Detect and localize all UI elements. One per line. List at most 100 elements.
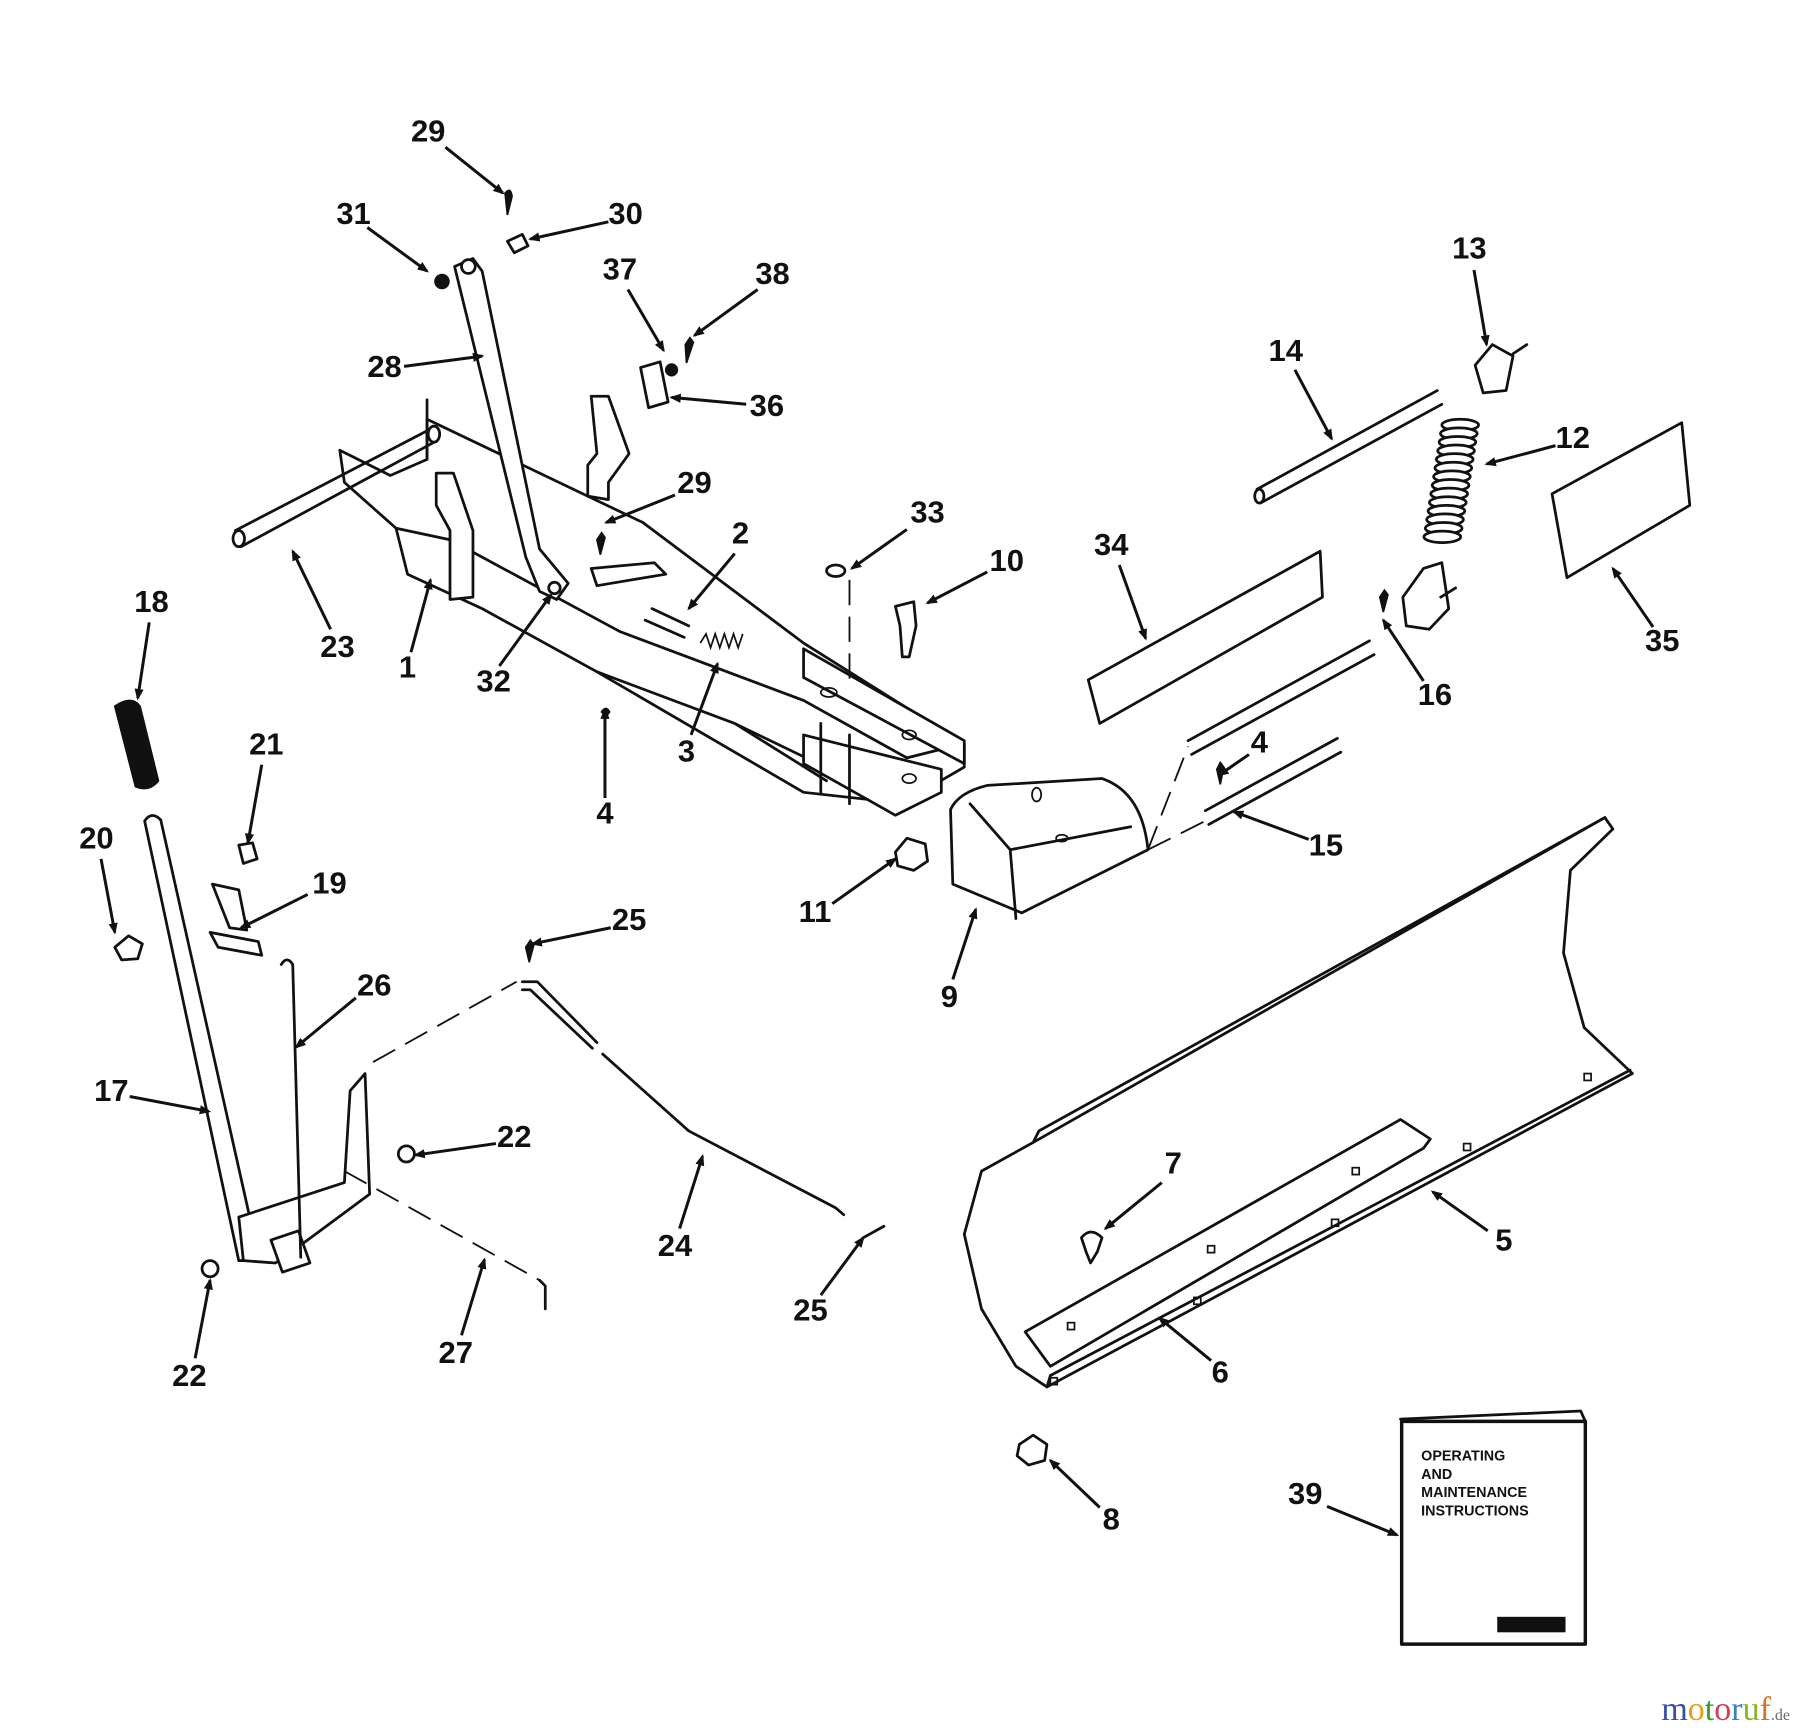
callout-label-19: 19 [312,865,346,900]
callout-arrow [849,528,908,570]
callout-arrow [626,288,665,353]
callout-label-6: 6 [1212,1355,1229,1390]
callout-label-11: 11 [799,894,832,929]
callout-label-17: 17 [94,1073,128,1108]
callout-label-20: 20 [79,821,113,856]
callout-label-4: 4 [596,795,614,830]
lift-rod-part-24 [520,938,886,1240]
callout-arrow [1217,753,1250,777]
callout-arrow [1293,369,1333,441]
callout-label-25: 25 [793,1293,827,1328]
callout-label-10: 10 [990,543,1024,578]
watermark-logo: motoruf.de [1661,1691,1790,1729]
blade-part-5 [962,816,1634,1467]
callout-label-39: 39 [1288,1476,1322,1511]
callout-label-9: 9 [941,979,958,1014]
manual-title-line: MAINTENANCE [1421,1485,1527,1501]
callout-arrow [239,893,309,930]
callout-label-3: 3 [678,733,695,768]
callout-label-30: 30 [608,196,642,231]
handle-grip-part-18 [113,699,160,790]
callout-arrow [294,996,357,1049]
callout-arrow [669,393,747,406]
decal-part-34 [1086,549,1324,725]
callout-arrow [403,352,485,368]
callout-arrow [528,220,609,242]
callout-arrow [1117,564,1148,641]
watermark-suffix: .de [1770,1707,1790,1724]
callout-arrow [689,661,719,736]
callout-arrow [1231,810,1310,841]
lift-lever-part-28 [434,189,570,601]
callout-arrow [1484,444,1556,467]
bracket-part-36 [639,336,695,410]
callout-arrow [687,552,736,611]
callout-arrow [678,1154,705,1229]
callout-label-1: 1 [399,650,416,685]
callout-arrow [831,857,898,905]
shaft-rod [231,424,442,549]
callout-arrow [1472,269,1490,347]
spring-assembly-part-12-13 [1401,343,1529,631]
callout-label-29: 29 [677,465,711,500]
callout-arrow [366,226,429,273]
callout-label-22: 22 [497,1119,531,1154]
callout-label-36: 36 [750,388,784,423]
watermark-letter: o [1687,1691,1705,1728]
callout-arrow [603,493,676,524]
decal-part-35 [1550,421,1692,580]
callout-arrow [409,577,433,653]
callout-arrow [692,288,759,337]
callout-arrow [1611,566,1655,628]
watermark-letter: r [1731,1691,1743,1728]
callout-label-15: 15 [1309,828,1343,863]
callout-label-22: 22 [172,1358,206,1393]
callout-label-4: 4 [1251,724,1269,759]
callout-arrow [1103,1181,1163,1230]
control-lever-part-17 [113,814,547,1311]
callout-arrow [819,1235,865,1297]
callout-label-14: 14 [1268,333,1303,368]
callout-arrow [530,926,612,947]
callout-label-33: 33 [910,495,944,530]
callout-arrow [1382,618,1425,682]
callout-arrow [291,549,332,630]
callout-arrow [1430,1190,1489,1233]
callout-label-28: 28 [367,349,401,384]
callout-label-27: 27 [439,1335,473,1370]
callout-label-5: 5 [1495,1222,1512,1257]
callout-arrow [498,593,553,667]
operating-manual-part-39: OPERATING AND MAINTENANCE INSTRUCTIONS [1399,1409,1588,1646]
callout-label-23: 23 [320,629,354,664]
callout-label-32: 32 [476,663,510,698]
callout-label-24: 24 [658,1228,693,1263]
callout-label-13: 13 [1452,231,1486,266]
callout-label-16: 16 [1418,677,1452,712]
callout-label-21: 21 [249,727,283,762]
watermark-letter: f [1759,1691,1771,1728]
callout-label-8: 8 [1103,1501,1120,1536]
watermark-letter: o [1714,1691,1732,1728]
callout-arrow [460,1257,487,1336]
callout-arrow [193,1277,213,1359]
callout-label-38: 38 [755,256,789,291]
frame-part-1 [338,394,966,817]
callout-arrow [99,858,118,935]
callout-label-26: 26 [357,968,391,1003]
watermark-letter: u [1742,1691,1760,1728]
callout-arrow [444,145,505,195]
callout-label-12: 12 [1555,420,1589,455]
blade-mount-part-9 [949,777,1150,920]
callout-label-7: 7 [1165,1146,1182,1181]
callout-arrow [1048,1458,1101,1509]
callout-label-25: 25 [612,902,646,937]
callout-label-37: 37 [603,251,637,286]
callout-label-34: 34 [1094,527,1129,562]
callout-arrow [1326,1504,1400,1537]
callout-label-31: 31 [336,196,370,231]
callout-arrow [951,907,978,980]
callout-label-18: 18 [134,584,168,619]
callout-arrow [134,622,151,701]
